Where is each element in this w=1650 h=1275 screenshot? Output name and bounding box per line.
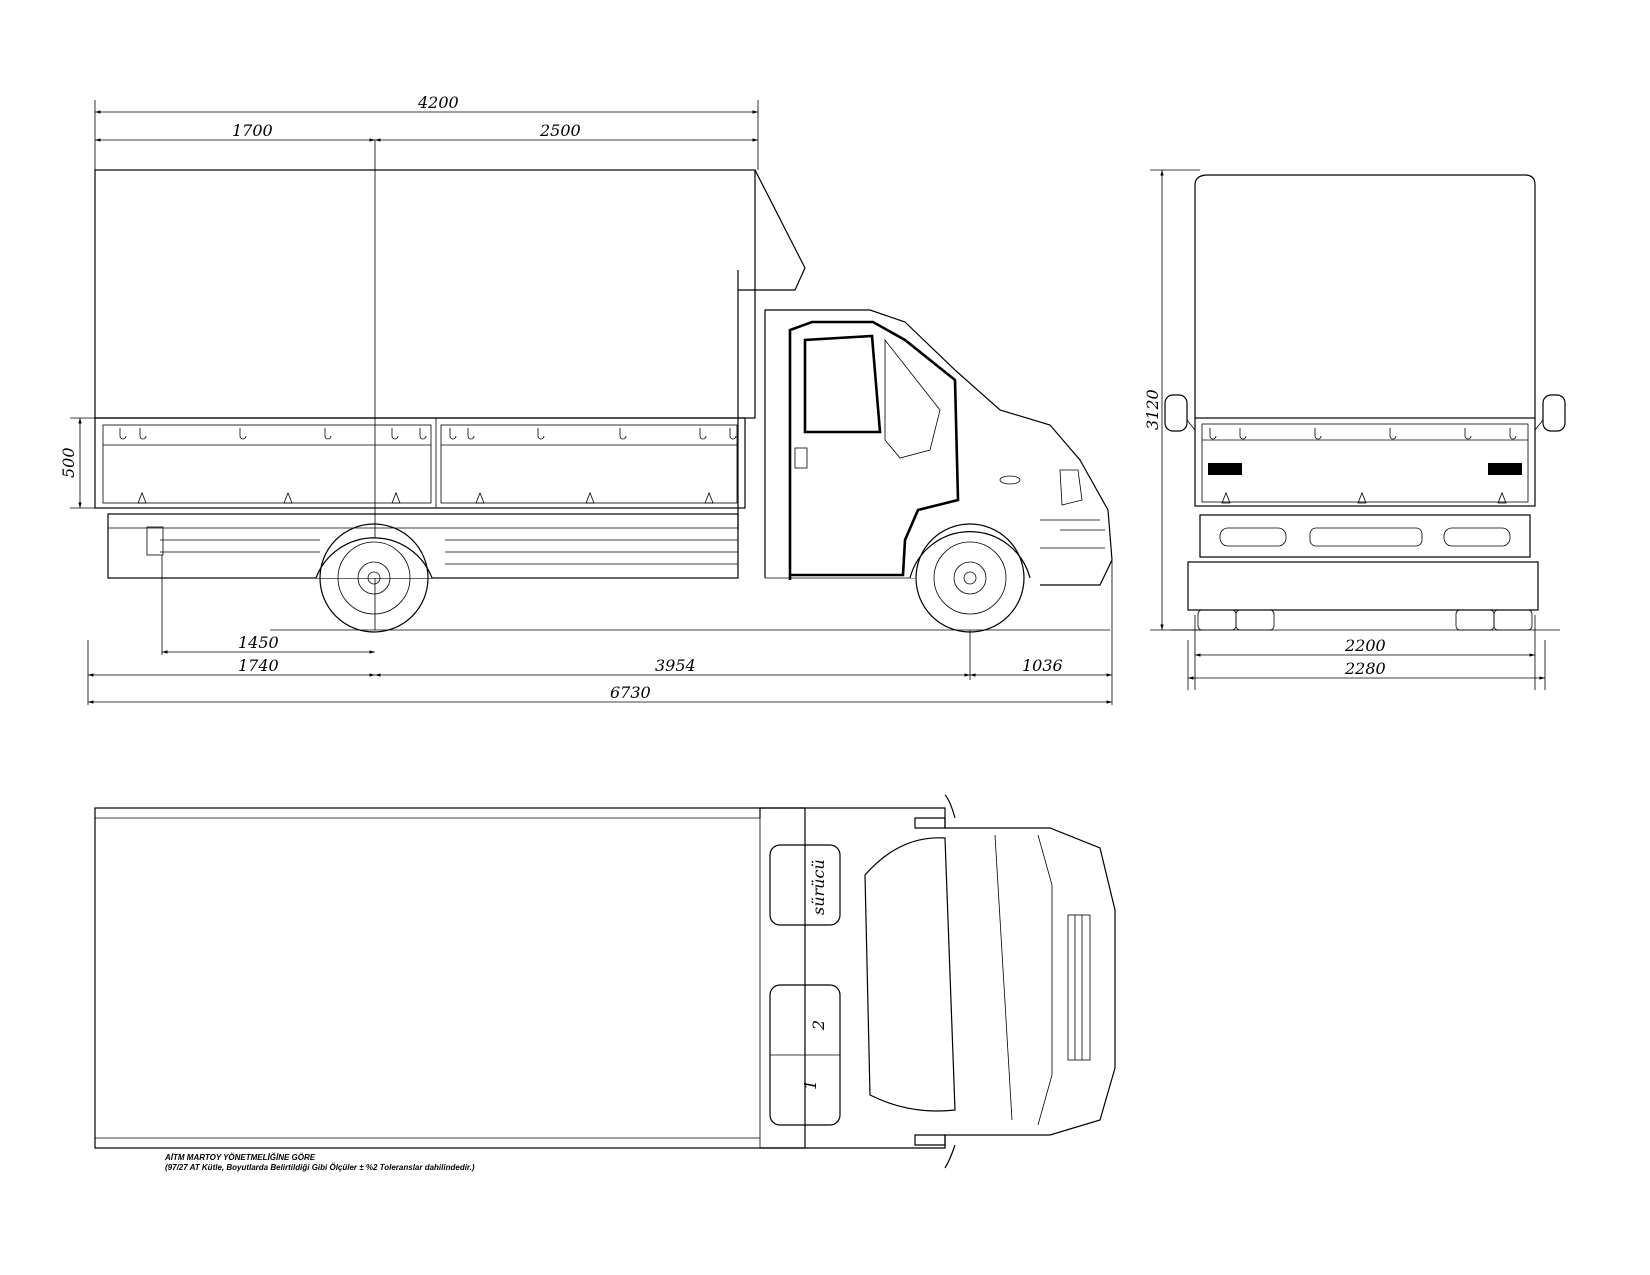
rear-view — [1164, 174, 1566, 631]
dim-2280: 2280 — [1344, 659, 1386, 678]
dim-3954: 3954 — [655, 656, 696, 675]
cab-outline — [764, 309, 1113, 586]
side-view — [94, 140, 1113, 633]
dim-500: 500 — [59, 447, 78, 478]
footnote-line1: AİTM MARTOY YÖNETMELİĞİNE GÖRE — [164, 1153, 316, 1162]
top-view: sürücü 2 1 — [94, 794, 1116, 1169]
dim-4200: 4200 — [417, 93, 459, 112]
seat-driver-label: sürücü — [809, 859, 828, 915]
dim-1700: 1700 — [232, 121, 273, 140]
dim-1740: 1740 — [238, 656, 279, 675]
side-cleats — [137, 491, 714, 504]
footnote-line2: (97/27 AT Kütle, Boyutlarda Belirtildiği… — [165, 1163, 475, 1172]
seat-2-label: 2 — [809, 1020, 828, 1031]
dim-1450: 1450 — [238, 633, 279, 652]
side-dimensions: 4200 1700 2500 500 1450 1740 3954 1036 6… — [59, 93, 1113, 705]
rear-wheel — [319, 523, 429, 633]
rear-dimensions: 3120 2200 2280 — [1143, 169, 1546, 690]
dim-3120: 3120 — [1143, 389, 1162, 430]
side-hooks — [119, 428, 737, 440]
dim-6730: 6730 — [610, 683, 651, 702]
dim-2200: 2200 — [1344, 636, 1386, 655]
dim-2500: 2500 — [539, 121, 581, 140]
seat-1-label: 1 — [801, 1080, 820, 1090]
dim-1036: 1036 — [1022, 656, 1063, 675]
